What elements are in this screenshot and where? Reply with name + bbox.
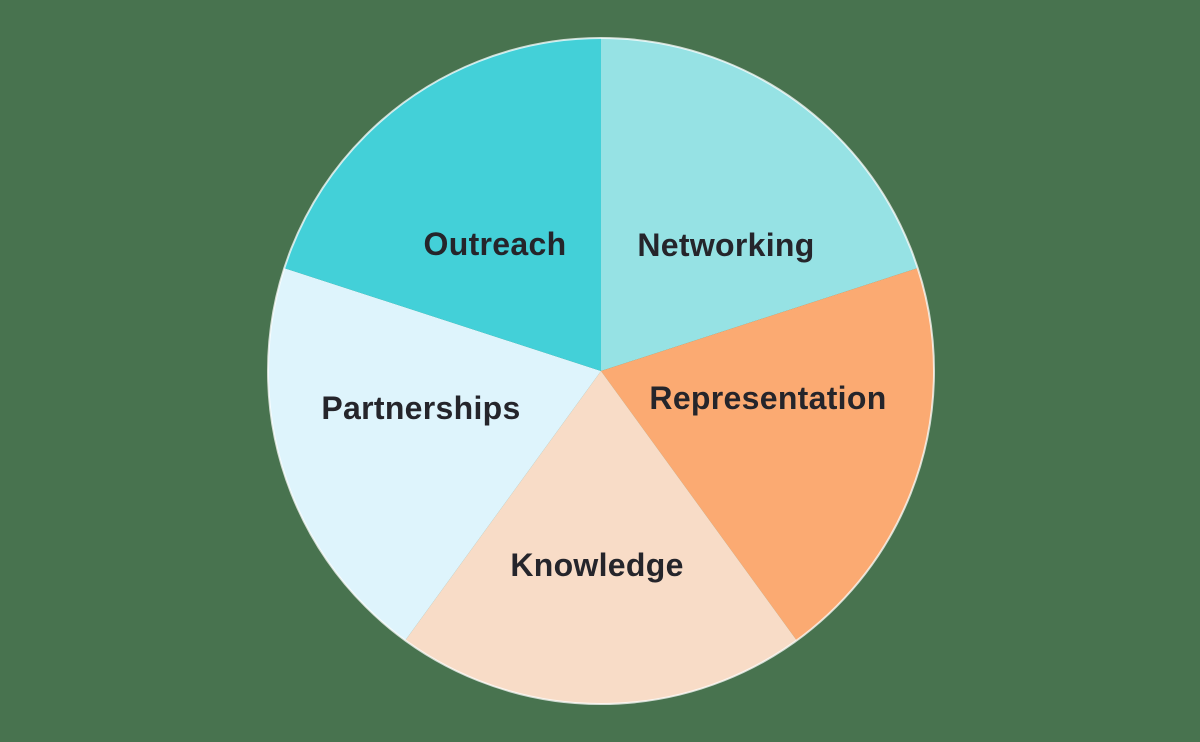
slice-label-networking: Networking [637, 227, 814, 263]
slice-label-representation: Representation [649, 380, 886, 416]
pie-slice-networking [601, 38, 918, 371]
slice-label-outreach: Outreach [424, 226, 567, 262]
pie-slice-outreach [284, 37, 601, 371]
slice-label-knowledge: Knowledge [510, 547, 683, 583]
pie-slice-knowledge [405, 371, 797, 704]
pie-rim [267, 37, 935, 705]
slice-label-partnerships: Partnerships [321, 390, 520, 426]
pie-slice-representation [601, 268, 934, 641]
pie-slice-partnerships [268, 268, 601, 641]
